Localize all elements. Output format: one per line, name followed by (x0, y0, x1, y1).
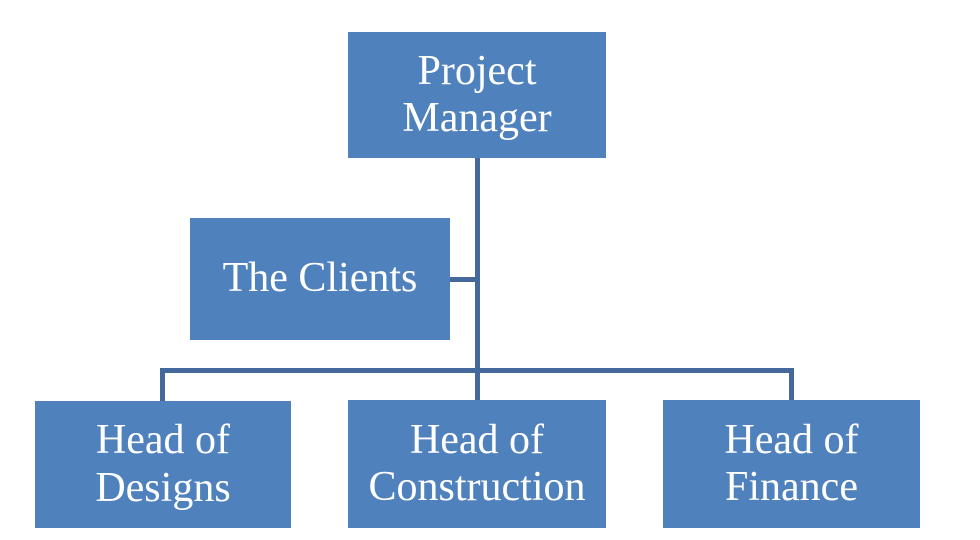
connector-clients-stub (445, 277, 480, 282)
node-project-manager-label: Project Manager (402, 47, 552, 141)
node-head-of-construction[interactable]: Head of Construction (348, 400, 606, 528)
connector-drop-designs (160, 368, 165, 405)
node-head-of-finance[interactable]: Head of Finance (663, 400, 920, 528)
node-head-of-designs[interactable]: Head of Designs (35, 401, 291, 528)
node-head-of-designs-label: Head of Designs (95, 417, 231, 511)
node-head-of-finance-label: Head of Finance (724, 416, 859, 510)
connector-horizontal-bus (160, 368, 794, 373)
node-head-of-construction-label: Head of Construction (368, 416, 586, 510)
node-the-clients-label: The Clients (222, 255, 418, 302)
node-project-manager[interactable]: Project Manager (348, 32, 606, 158)
connector-drop-finance (789, 368, 794, 405)
node-the-clients[interactable]: The Clients (190, 218, 450, 340)
